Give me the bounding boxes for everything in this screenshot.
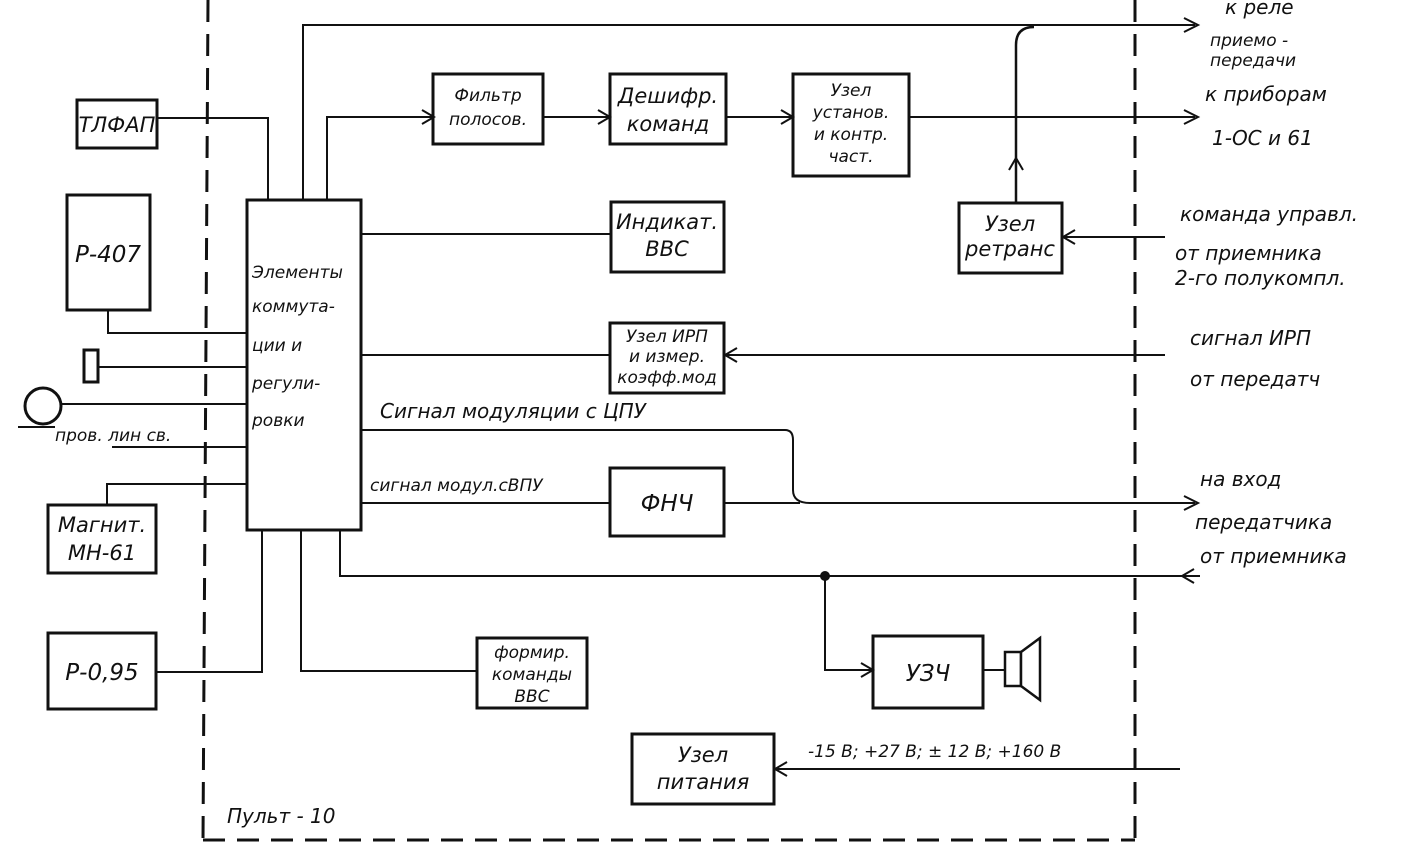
label-to-relay-line0: к реле [1225, 0, 1294, 19]
block-decoder-line0: Дешифр. [617, 84, 718, 108]
label-control-cmd-line2: 2-го полукомпл. [1175, 266, 1346, 290]
block-power-line1: питания [657, 770, 750, 794]
block-power: Узел питания [630, 732, 776, 806]
block-r095: Р-0,95 [46, 631, 158, 711]
block-elements-line2: ции и [252, 336, 302, 356]
block-filter-line1: полосов. [449, 110, 527, 130]
block-relay-node-line0: Узел [985, 212, 1035, 236]
label-to-relay-line2: передачи [1210, 51, 1296, 71]
block-power-line0: Узел [678, 743, 728, 767]
panel-label: Пульт - 10 [227, 804, 335, 828]
label-wire-line: пров. лин св. [55, 426, 171, 446]
block-freq-node-line0: Узел [831, 81, 872, 101]
block-irp-line1: и измер. [629, 347, 705, 367]
block-relay-node: Узел ретранс [957, 201, 1064, 275]
label-power-voltages: -15 В; +27 В; ± 12 В; +160 В [808, 742, 1061, 762]
label-control-cmd-line0: команда управл. [1180, 202, 1358, 226]
block-freq-node-line3: част. [828, 147, 873, 167]
block-elements-line0: Элементы [251, 263, 343, 283]
block-freq-node-line1: установ. [812, 103, 890, 123]
block-magnit-line1: Магнит. [58, 513, 146, 537]
block-relay-node-line1: ретранс [964, 237, 1055, 261]
block-uzch: УЗЧ [871, 634, 985, 710]
label-irp-signal-line1: от передатч [1190, 367, 1320, 391]
label-modulation-cpu: Сигнал модуляции с ЦПУ [380, 399, 648, 423]
block-freq-node: Узел установ. и контр. част. [791, 72, 911, 178]
block-freq-node-line2: и контр. [814, 125, 888, 145]
headphone-icon [82, 348, 100, 384]
panel-enclosure [201, 0, 1137, 842]
block-irp-line0: Узел ИРП [626, 327, 708, 347]
block-magnit: Магнит. МН-61 [46, 503, 158, 575]
block-fnch-label: ФНЧ [641, 491, 694, 517]
label-to-transmitter-line0: на вход [1200, 467, 1281, 491]
block-cmd-former-line0: формир. [494, 643, 570, 663]
block-r407: Р-407 [65, 193, 152, 312]
block-fnch: ФНЧ [608, 466, 726, 538]
block-decoder-line1: команд [627, 112, 710, 136]
block-decoder: Дешифр. команд [608, 72, 728, 146]
block-tlfap: ТЛФАП [75, 98, 159, 150]
block-uzch-label: УЗЧ [906, 661, 951, 687]
label-to-devices-line1: 1-ОС и 61 [1212, 126, 1313, 150]
block-magnit-line2: МН-61 [68, 541, 136, 565]
label-irp-signal-line0: сигнал ИРП [1190, 326, 1311, 350]
label-to-devices-line0: к приборам [1205, 82, 1327, 106]
block-filter: Фильтр полосов. [431, 72, 545, 146]
label-to-transmitter-line1: передатчика [1195, 510, 1332, 534]
block-r407-label: Р-407 [75, 242, 141, 268]
label-from-receiver: от приемника [1200, 544, 1347, 568]
block-tlfap-label: ТЛФАП [79, 113, 156, 137]
block-elements-line3: регули- [251, 374, 320, 394]
block-elements-line4: ровки [251, 411, 305, 431]
block-filter-line0: Фильтр [454, 86, 521, 106]
speaker-icon [1003, 635, 1042, 703]
label-control-cmd-line1: от приемника [1175, 241, 1322, 265]
block-irp: Узел ИРП и измер. коэфф.мод [608, 321, 726, 395]
block-indicator-line0: Индикат. [616, 210, 718, 234]
label-to-relay-line1: приемо - [1210, 31, 1288, 51]
block-cmd-former-line1: команды [492, 665, 572, 685]
external-labels: к реле приемо - передачи к приборам 1-ОС… [55, 0, 1358, 762]
block-cmd-former: формир. команды ВВС [475, 636, 589, 710]
block-elements-line1: коммута- [252, 297, 335, 317]
block-cmd-former-line2: ВВС [514, 687, 549, 707]
block-indicator-line1: ВВС [645, 237, 689, 261]
microphone-icon [23, 386, 63, 426]
block-r095-label: Р-0,95 [65, 660, 138, 686]
connection-wires [18, 24, 1200, 770]
block-irp-line2: коэфф.мод [617, 368, 716, 388]
label-modulation-vpu: сигнал модул.сВПУ [370, 476, 544, 496]
block-elements: Элементы коммута- ции и регули- ровки [245, 198, 363, 532]
arrowheads [421, 17, 1201, 777]
block-indicator: Индикат. ВВС [609, 200, 726, 274]
